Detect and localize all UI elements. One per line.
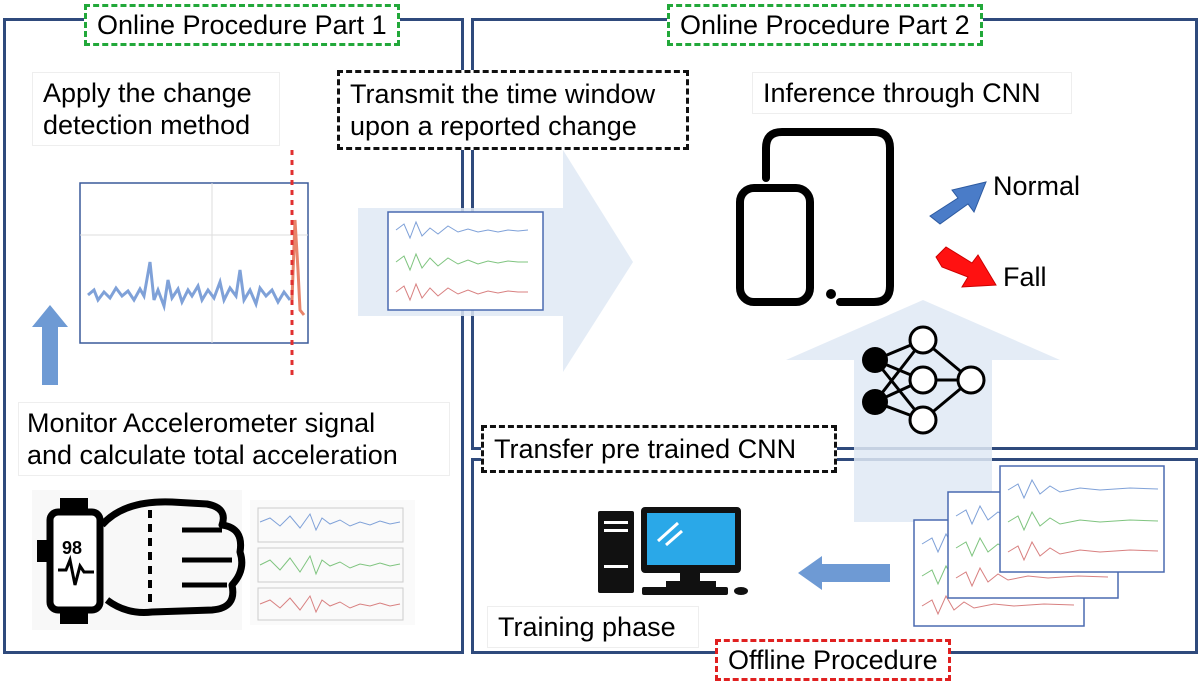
transfer-label: Transfer pre trained CNN <box>481 425 837 473</box>
monitor-up-arrow <box>32 305 68 385</box>
transmit-line1: Transmit the time window <box>350 79 656 109</box>
monitor-line2: and calculate total acceleration <box>27 440 398 470</box>
inference-text: Inference through CNN <box>752 72 1072 114</box>
monitor-text: Monitor Accelerometer signal and calcula… <box>18 402 450 476</box>
change-detection-plot <box>79 150 309 375</box>
mobile-device-icon <box>736 128 894 306</box>
title-offline: Offline Procedure <box>715 639 951 681</box>
neural-network-icon <box>862 325 986 435</box>
watch-display-text: 98 <box>62 538 82 558</box>
title-online-part2: Online Procedure Part 2 <box>667 4 983 46</box>
apply-line2: detection method <box>43 110 251 140</box>
smartwatch-hand-icon: 98 <box>32 490 246 630</box>
monitor-line1: Monitor Accelerometer signal <box>27 408 376 438</box>
fall-label: Fall <box>1003 262 1047 292</box>
signals-plot-part1 <box>250 500 415 625</box>
transmitted-window-plot <box>387 211 544 311</box>
transmit-label: Transmit the time window upon a reported… <box>337 70 689 150</box>
training-phase-text: Training phase <box>487 606 699 648</box>
normal-arrow-icon <box>929 181 987 225</box>
apply-method-text: Apply the change detection method <box>32 72 280 146</box>
transmit-line2: upon a reported change <box>350 111 637 141</box>
training-dataset-stack <box>913 465 1165 627</box>
normal-label: Normal <box>993 171 1081 201</box>
apply-line1: Apply the change <box>43 78 252 108</box>
fall-arrow-icon <box>935 246 997 288</box>
training-arrow <box>798 556 890 590</box>
title-online-part1: Online Procedure Part 1 <box>84 4 400 46</box>
desktop-computer-icon <box>598 507 748 595</box>
